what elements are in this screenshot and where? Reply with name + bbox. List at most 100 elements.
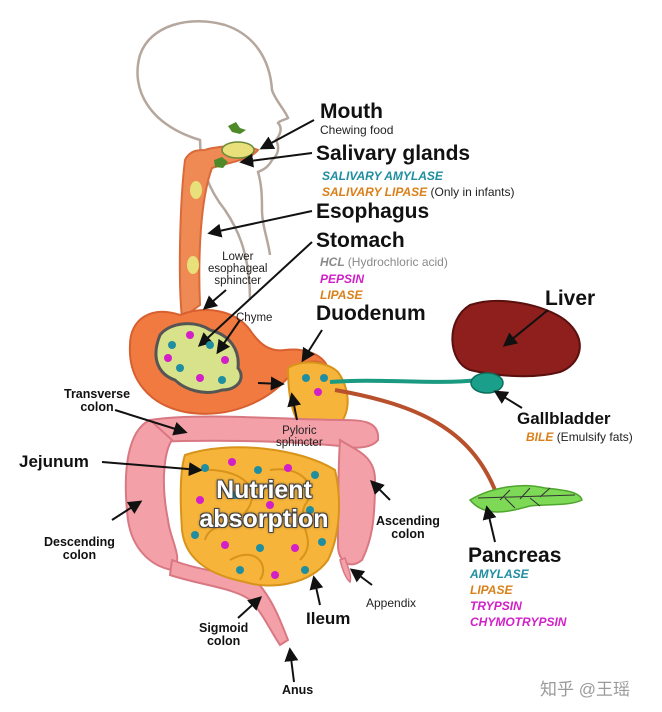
food-particle <box>254 466 262 474</box>
descending-line2: colon <box>62 548 97 563</box>
food-particle <box>191 531 199 539</box>
pancreas-ducts <box>477 487 576 509</box>
ascending-colon-label: Ascending colon <box>376 514 440 542</box>
food-particle <box>164 354 172 362</box>
nutrient-line2: absorption <box>199 504 329 533</box>
salivary-lipase-text: SALIVARY LIPASE <box>322 185 428 199</box>
descending-line1: Descending <box>44 535 115 549</box>
transverse-line1: Transverse <box>64 387 131 401</box>
stomach-enzyme-pepsin: PEPSIN <box>320 272 365 286</box>
arrow-chyme <box>216 319 241 355</box>
food-particle <box>228 458 236 466</box>
pancreas-label: Pancreas <box>468 544 562 567</box>
food-particle <box>301 566 309 574</box>
food-particle <box>302 374 310 382</box>
ascending-line1: Ascending <box>376 514 440 528</box>
salivary-label: Salivary glands <box>316 142 471 165</box>
food-particle <box>266 501 274 509</box>
arrow-esophagus <box>207 210 313 238</box>
stomach-enzyme-hcl: HCL (Hydrochloric acid) <box>320 256 448 269</box>
arrow-pyloric <box>287 392 302 421</box>
arrow-sigmoid <box>237 596 263 619</box>
salivary-gland-top <box>228 122 246 134</box>
food-particle <box>221 541 229 549</box>
arrow-jejunum <box>101 461 203 477</box>
arrow-stomach-flow <box>257 376 285 391</box>
arrow-pancreas <box>482 505 497 543</box>
food-particle <box>320 374 328 382</box>
hcl-text: HCL <box>320 255 345 269</box>
appendix-label: Appendix <box>366 596 417 610</box>
les-line2: esophageal <box>208 263 268 276</box>
pancreas-shape <box>468 484 583 513</box>
ascending-line2: colon <box>391 527 425 542</box>
sigmoid-line2: colon <box>206 634 241 649</box>
arrow-appendix <box>349 568 373 586</box>
arrow-ileum <box>309 575 324 606</box>
small-intestine <box>179 446 341 587</box>
pointer-arrows <box>101 119 549 683</box>
arrow-liver <box>502 309 549 347</box>
watermark: 知乎 @王瑶 <box>540 680 630 699</box>
chyme-label: Chyme <box>236 312 273 324</box>
descending-colon <box>124 418 179 572</box>
pyloric-line1: Pyloric <box>282 425 317 437</box>
arrow-gallbladder <box>493 390 523 409</box>
arrow-duodenum <box>301 329 323 363</box>
food-particle <box>291 544 299 552</box>
intestine-folds <box>199 468 311 581</box>
esophagus-bolus-1 <box>190 181 202 199</box>
food-particle <box>201 464 209 472</box>
head-outline <box>136 20 290 301</box>
pancreatic-duct <box>334 388 497 491</box>
ileum-label: Ileum <box>306 609 351 628</box>
food-particle <box>314 388 322 396</box>
pyloric-label: Pyloric sphincter <box>276 425 323 449</box>
food-particle <box>271 571 279 579</box>
les-line1: Lower <box>222 251 254 263</box>
esophagus-label: Esophagus <box>316 200 430 223</box>
salivary-lipase-note: (Only in infants) <box>430 185 515 199</box>
bile-note: (Emulsify fats) <box>556 430 633 444</box>
stomach-label: Stomach <box>316 229 405 252</box>
food-particle <box>311 471 319 479</box>
hcl-note: (Hydrochloric acid) <box>347 255 448 269</box>
salivary-gland-bottom <box>214 157 228 168</box>
food-particle <box>196 496 204 504</box>
arrow-ascending <box>370 480 391 501</box>
transverse-line2: colon <box>80 400 114 415</box>
bile-duct <box>329 378 481 384</box>
food-particle <box>221 356 229 364</box>
les-line3: sphincter <box>214 275 262 288</box>
bile-text: BILE <box>526 430 554 444</box>
food-particle <box>168 341 176 349</box>
food-particle <box>218 376 226 384</box>
duodenum-label: Duodenum <box>316 302 426 325</box>
liver-label: Liver <box>545 287 596 310</box>
pancreas-enzyme-amylase: AMYLASE <box>470 567 529 581</box>
food-particle <box>236 566 244 574</box>
mouth-note: Chewing food <box>320 123 394 137</box>
liver-shape <box>451 299 581 378</box>
arrow-descending <box>111 500 143 521</box>
arrow-salivary <box>239 152 313 168</box>
arrow-transverse <box>114 409 188 436</box>
transverse-colon-label: Transverse colon <box>64 387 131 415</box>
food-particle <box>186 331 194 339</box>
les-label: Lower esophageal sphincter <box>208 251 267 287</box>
mouth-food <box>221 141 255 159</box>
arrow-les <box>202 289 227 310</box>
bile-label: BILE (Emulsify fats) <box>526 431 633 444</box>
arrow-anus <box>284 647 299 683</box>
salivary-enzyme-lipase: SALIVARY LIPASE (Only in infants) <box>322 186 515 199</box>
food-particle <box>318 538 326 546</box>
arrow-mouth <box>259 119 315 150</box>
jejunum-label: Jejunum <box>19 452 89 471</box>
mouth-label: Mouth <box>320 100 383 123</box>
pancreas-enzyme-lipase: LIPASE <box>470 583 513 597</box>
food-particle <box>284 464 292 472</box>
anus-label: Anus <box>282 683 314 697</box>
food-particle <box>196 374 204 382</box>
descending-colon-label: Descending colon <box>44 535 115 563</box>
gallbladder-label: Gallbladder <box>517 409 611 428</box>
